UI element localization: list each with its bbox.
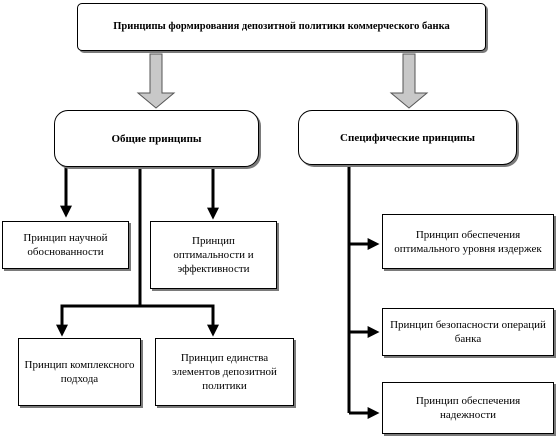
complex-approach-box: Принцип комплексного подхода xyxy=(18,338,141,406)
connector-general-to-unity xyxy=(140,304,219,337)
specific-principles-label: Специфические принципы xyxy=(340,131,475,144)
title-to-specific-arrow xyxy=(389,53,429,109)
optimal-costs-box: Принцип обеспечения оптимального уровня … xyxy=(382,214,554,269)
unity-of-elements-box: Принцип единства элементов депозитной по… xyxy=(155,338,294,406)
reliability-box: Принцип обеспечения надежности xyxy=(382,382,554,434)
operations-safety-box: Принцип безопасности операций банка xyxy=(382,308,554,356)
specific-principles-box: Специфические принципы xyxy=(298,110,517,165)
scientific-validity-text: Принцип научной обоснованности xyxy=(23,232,108,258)
optimality-efficiency-box: Принцип оптимальности и эффективности xyxy=(150,221,277,289)
reliability-text: Принцип обеспечения надежности xyxy=(415,395,521,421)
general-principles-label: Общие принципы xyxy=(111,132,202,145)
scientific-validity-box: Принцип научной обоснованности xyxy=(2,221,129,269)
complex-approach-text: Принцип комплексного подхода xyxy=(24,359,135,385)
connector-general-trunk xyxy=(56,167,142,337)
title-text: Принципы формирования депозитной политик… xyxy=(113,21,450,32)
operations-safety-text: Принцип безопасности операций банка xyxy=(390,319,546,345)
unity-of-elements-text: Принцип единства элементов депозитной по… xyxy=(172,352,277,392)
general-principles-box: Общие принципы xyxy=(54,110,259,167)
title-to-general-arrow xyxy=(136,53,176,109)
optimality-efficiency-text: Принцип оптимальности и эффективности xyxy=(173,235,254,275)
optimal-costs-text: Принцип обеспечения оптимального уровня … xyxy=(394,228,542,255)
title-box: Принципы формирования депозитной политик… xyxy=(77,3,486,51)
